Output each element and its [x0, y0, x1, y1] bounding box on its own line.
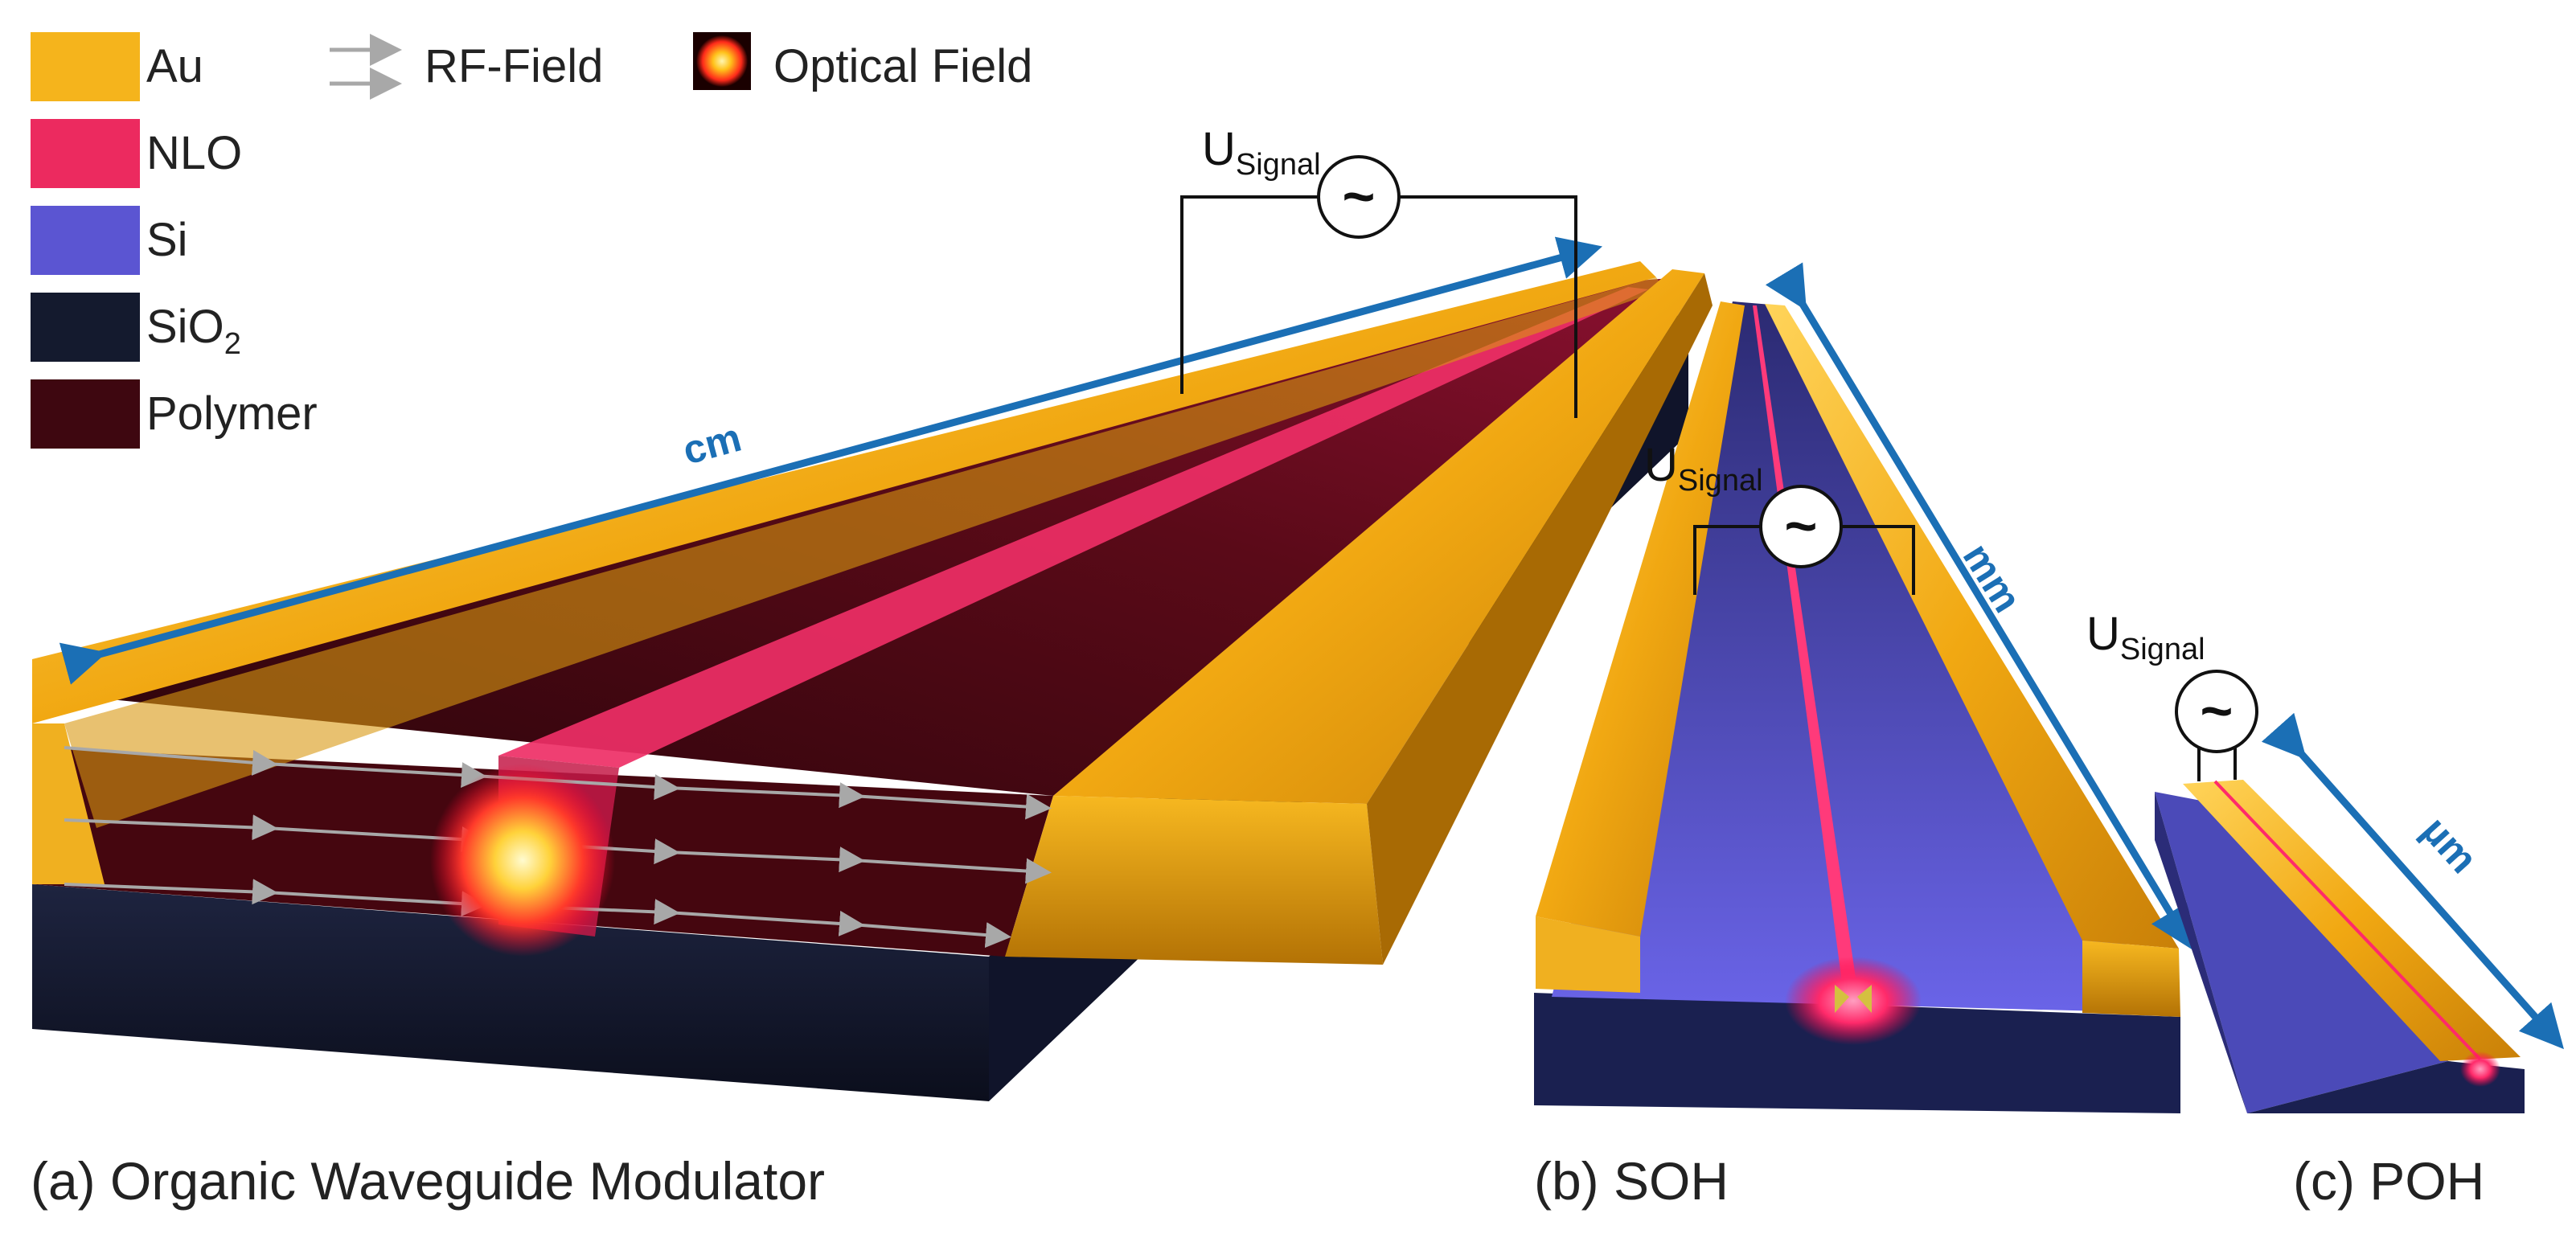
signal-tilde-b: ~: [1785, 494, 1818, 557]
optical-field-b: [1785, 957, 1922, 1045]
legend-label-polymer: Polymer: [146, 387, 318, 440]
um-dimension-label: µm: [2414, 808, 2487, 882]
caption-a: (a) Organic Waveguide Modulator: [31, 1151, 825, 1211]
legend-swatch-nlo: [31, 119, 140, 188]
legend-label-optical-field: Optical Field: [773, 40, 1032, 92]
signal-label-a: USignal: [1202, 123, 1321, 182]
optical-field-c: [2460, 1051, 2500, 1087]
rf-field-arrows-icon: [330, 34, 402, 100]
optical-field-a: [430, 764, 615, 957]
um-dimension-arrow: [2261, 712, 2564, 1050]
gold-electrode-left-front: [32, 723, 105, 884]
gold-rail-left-b-front: [1536, 916, 1640, 993]
cm-dimension-arrow: [59, 236, 1603, 685]
legend-swatch-polymer: [31, 379, 140, 449]
signal-label-b: USignal: [1644, 439, 1763, 498]
signal-source-b: [1693, 485, 1915, 595]
caption-b: (b) SOH: [1534, 1151, 1729, 1211]
sio2-substrate-c-side: [2155, 792, 2247, 1113]
legend-label-sio2: SiO2: [146, 301, 241, 361]
slot-waveguide-b: [1835, 985, 1849, 1013]
legend-label-rf-field: RF-Field: [425, 40, 603, 92]
signal-tilde-c: ~: [2201, 679, 2233, 742]
legend: Au NLO Si SiO2 Polymer RF-Field Optical …: [31, 32, 1032, 449]
optical-field-icon: [693, 32, 751, 90]
sio2-substrate-c: [2247, 1061, 2525, 1113]
signal-tilde-a: ~: [1343, 165, 1376, 227]
legend-label-nlo: NLO: [146, 127, 242, 179]
signal-label-c: USignal: [2086, 608, 2205, 666]
gold-rail-right-b-front: [2082, 941, 2180, 1017]
soh-modulator: mm ~ USignal: [1534, 262, 2192, 1113]
caption-c: (c) POH: [2293, 1151, 2484, 1211]
signal-source-a: [1180, 155, 1577, 418]
mm-dimension-arrow: [1765, 262, 2192, 950]
gold-electrode-right-front: [1005, 796, 1383, 965]
legend-label-au: Au: [146, 40, 203, 92]
sio2-substrate-b: [1534, 993, 2180, 1113]
slot-waveguide-b-right: [1857, 985, 1872, 1013]
poh-modulator: µm ~ USignal: [2086, 608, 2564, 1113]
signal-source-c: [2175, 670, 2258, 781]
gold-rail-left-b: [1536, 301, 1745, 937]
legend-label-si: Si: [146, 214, 188, 266]
legend-swatch-sio2: [31, 293, 140, 362]
legend-swatch-au: [31, 32, 140, 101]
organic-waveguide-modulator: cm ~ USignal: [32, 123, 1713, 1101]
legend-swatch-si: [31, 206, 140, 275]
cm-dimension-label: cm: [678, 415, 745, 473]
